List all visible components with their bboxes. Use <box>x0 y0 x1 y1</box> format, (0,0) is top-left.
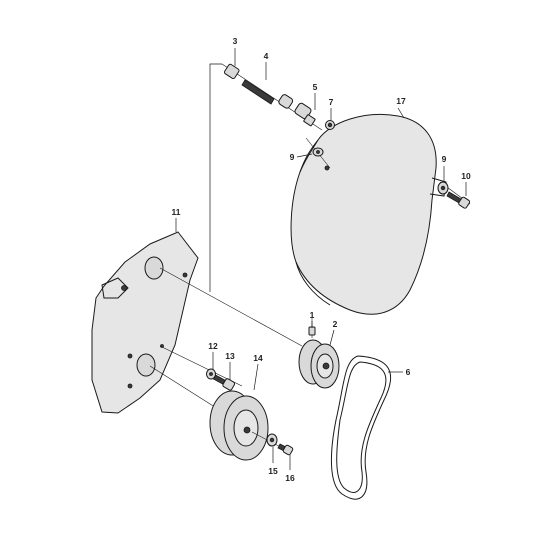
label-part-16: 16 <box>285 473 295 483</box>
label-part-5: 5 <box>313 82 318 92</box>
v-belt <box>330 355 392 500</box>
leader-lines <box>175 48 467 470</box>
belt-guard-cover <box>290 113 447 315</box>
label-part-9-upper: 9 <box>290 152 295 162</box>
label-part-9-right: 9 <box>442 154 447 164</box>
label-part-1: 1 <box>310 310 315 320</box>
label-part-11: 11 <box>172 207 181 217</box>
washer-upper <box>305 137 331 169</box>
label-part-12: 12 <box>208 341 218 351</box>
bracket-leader <box>209 63 222 292</box>
right-bolt-assembly <box>437 181 471 209</box>
label-part-17: 17 <box>396 96 406 106</box>
bolt-16 <box>277 443 294 456</box>
mounting-plate <box>91 231 199 414</box>
label-part-7: 7 <box>329 97 334 107</box>
part-number-labels: 3 4 5 7 17 9 9 10 11 1 2 6 12 13 14 15 1… <box>172 36 471 483</box>
label-part-13: 13 <box>225 351 235 361</box>
lower-pulley <box>209 390 269 461</box>
label-part-4: 4 <box>264 51 269 61</box>
label-part-10: 10 <box>461 171 471 181</box>
label-part-2: 2 <box>333 319 338 329</box>
washer-12 <box>206 368 216 380</box>
upper-pulley <box>298 339 340 389</box>
label-part-3: 3 <box>233 36 238 46</box>
label-part-15: 15 <box>268 466 278 476</box>
upper-bolt-assembly <box>221 63 335 131</box>
label-part-6: 6 <box>406 367 411 377</box>
label-part-14: 14 <box>253 353 263 363</box>
upper-pulley-axis <box>159 267 303 347</box>
